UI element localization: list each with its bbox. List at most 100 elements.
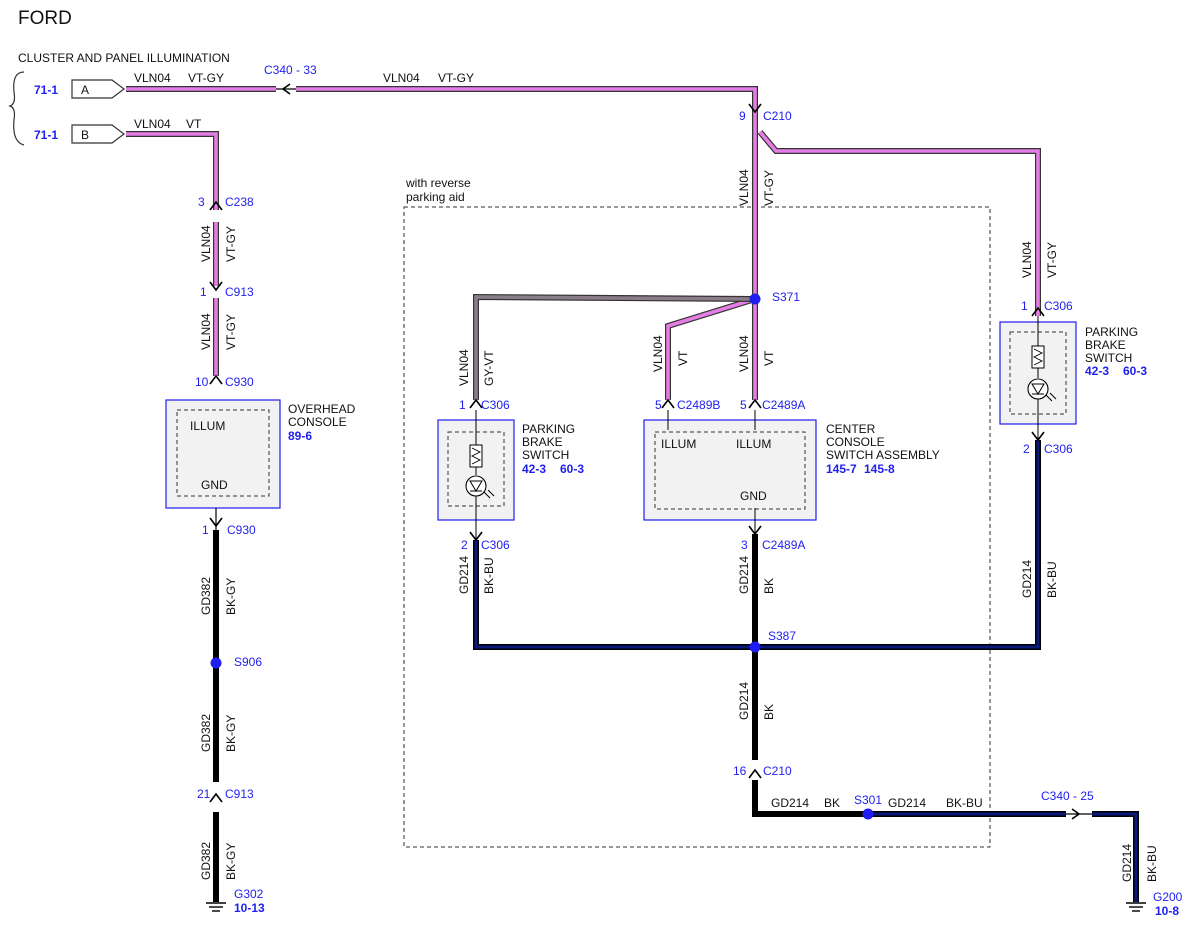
wire-label-circuit: VLN04: [134, 71, 171, 85]
splice-s906: [210, 657, 222, 669]
connector-c306-right-top: [1031, 306, 1045, 317]
splice-s387: [749, 641, 761, 653]
pin-number: 1: [202, 523, 209, 537]
wire-label-color: BK-BU: [1045, 561, 1059, 598]
wire-label-color: VT-GY: [224, 226, 238, 262]
section-title: CLUSTER AND PANEL ILLUMINATION: [18, 51, 230, 65]
pin-number: 1: [200, 285, 207, 299]
pin-number: 9: [739, 109, 746, 123]
splice-label-s906: S906: [234, 655, 262, 669]
connector-c913-top: [209, 281, 223, 292]
wire-label-circuit: VLN04: [383, 71, 420, 85]
wire-label-color: VT: [676, 350, 690, 366]
splice-s301: [862, 808, 874, 820]
connector-label-c913: C913: [225, 285, 254, 299]
wire-label-circuit: GD214: [1120, 844, 1134, 882]
wire-gd214-bk-bu-bottom: [868, 811, 1139, 902]
wire-vln04-vt-gy-top: [126, 86, 758, 112]
connector-label-c306: C306: [481, 538, 510, 552]
connector-label-c340-25: C340 - 25: [1041, 789, 1094, 803]
wire-vln04-gy-vt-to-left-pbs: [473, 293, 756, 400]
connector-c913-bot: [209, 792, 223, 803]
pin-number: 1: [459, 398, 466, 412]
splice-label-s387: S387: [768, 629, 796, 643]
connector-c306-left-bot: [469, 531, 483, 542]
ref-a: 71-1: [34, 83, 58, 97]
svg-text:A: A: [81, 83, 89, 97]
connector-c2489b: [661, 398, 675, 409]
parking-brake-switch-right: [999, 316, 1077, 440]
wire-label-color: BK-GY: [224, 578, 238, 615]
wire-label-circuit: VLN04: [199, 313, 213, 350]
wire-label-color: VT-GY: [1045, 242, 1059, 278]
ccsa-ref-a: 145-7: [826, 462, 857, 476]
wire-label-color: BK-BU: [1145, 845, 1159, 882]
wire-label-color: BK: [762, 704, 776, 720]
connector-label-c2489b: C2489B: [677, 398, 720, 412]
pin-number: 5: [740, 398, 747, 412]
wire-label-color: VT-GY: [762, 170, 776, 206]
pbs-left-ref-b: 60-3: [560, 462, 584, 476]
connector-c306-right-bot: [1031, 431, 1045, 442]
pbs-right-label-3: SWITCH: [1085, 351, 1132, 365]
pbs-left-ref-a: 42-3: [522, 462, 546, 476]
group-brace: [8, 71, 25, 146]
ccsa-illum-1: ILLUM: [661, 437, 696, 451]
pin-number: 2: [1023, 442, 1030, 456]
wire-label-color: BK-GY: [224, 715, 238, 752]
connector-label-c340-33: C340 - 33: [264, 63, 317, 77]
connector-label-c306: C306: [481, 398, 510, 412]
wire-label-color: BK-GY: [224, 843, 238, 880]
connector-c306-left-top: [469, 398, 483, 409]
wire-label-circuit: VLN04: [1020, 241, 1034, 278]
wire-label-color: VT-GY: [438, 71, 474, 85]
wire-label-circuit: GD214: [737, 682, 751, 720]
wire-label-circuit: GD382: [199, 842, 213, 880]
connector-label-c2489a: C2489A: [762, 538, 805, 552]
wire-vln04-vt-b-to-overhead: [126, 131, 219, 376]
wire-vln04-vt-gy-right-branch: [757, 130, 1041, 316]
connector-label-c930: C930: [225, 375, 254, 389]
overhead-gnd: GND: [201, 478, 228, 492]
connector-label-c930: C930: [227, 523, 256, 537]
connector-label-c238: C238: [225, 195, 254, 209]
wire-label-color: BK-BU: [482, 557, 496, 594]
pbs-right-label-1: PARKING: [1085, 325, 1138, 339]
pbs-left-label-2: BRAKE: [522, 435, 563, 449]
splice-label-s301: S301: [854, 793, 882, 807]
connector-c930-top: [209, 374, 223, 385]
plug-a: A: [71, 79, 125, 99]
wire-label-circuit: VLN04: [737, 169, 751, 206]
connector-c2489a-bot: [748, 525, 762, 536]
overhead-console: ILLUM GND: [165, 399, 281, 509]
ground-g302: [206, 902, 226, 912]
region-label-line2: parking aid: [406, 190, 465, 204]
parking-brake-switch-left: [437, 410, 515, 540]
ccsa-label-2: CONSOLE: [826, 435, 885, 449]
wire-label-color: VT: [762, 350, 776, 366]
wire-label-color: VT: [186, 117, 202, 131]
wire-label-circuit: VLN04: [134, 117, 171, 131]
pbs-left-label-1: PARKING: [522, 422, 575, 436]
overhead-label-1: OVERHEAD: [288, 402, 356, 416]
ground-label-g302: G302: [234, 887, 264, 901]
pin-number: 5: [655, 398, 662, 412]
connector-c930-bot: [209, 508, 223, 530]
ref-b: 71-1: [34, 128, 58, 142]
plug-b: B: [71, 124, 125, 144]
splice-label-s371: S371: [772, 290, 800, 304]
ccsa-gnd: GND: [740, 489, 767, 503]
wire-label-circuit: GD214: [1020, 560, 1034, 598]
wire-label-circuit: GD214: [737, 556, 751, 594]
wire-label-circuit: VLN04: [651, 335, 665, 372]
wire-label-circuit: GD382: [199, 714, 213, 752]
wire-label-circuit: GD214: [888, 796, 926, 810]
wire-label-color: BK: [762, 578, 776, 594]
pin-number: 3: [198, 195, 205, 209]
wire-label-color: VT-GY: [188, 71, 224, 85]
pin-number: 3: [741, 538, 748, 552]
connector-c210-top: [748, 103, 762, 114]
pin-number: 1: [1021, 299, 1028, 313]
wire-label-circuit: GD382: [199, 577, 213, 615]
